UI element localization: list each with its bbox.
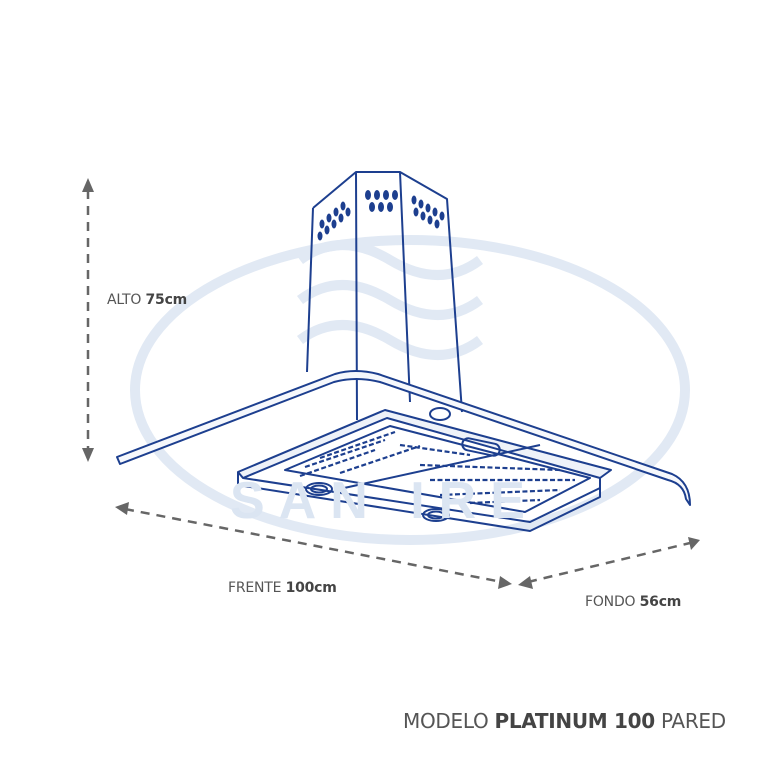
- hood-outline: [116, 171, 691, 532]
- brand-badge: [429, 407, 451, 421]
- model-title: MODELO PLATINUM 100 PARED: [403, 709, 726, 733]
- depth-arrow: [527, 541, 691, 584]
- arrowheads: [82, 178, 700, 589]
- height-value: 75cm: [145, 292, 188, 308]
- filter-slots: [299, 430, 575, 505]
- front-label: FRENTE 100cm: [228, 580, 337, 596]
- front-arrow: [124, 507, 503, 584]
- model-name: PLATINUM 100: [494, 709, 655, 733]
- model-prefix: MODELO: [403, 709, 489, 733]
- front-value: 100cm: [285, 580, 337, 596]
- light-left: [305, 482, 333, 496]
- model-suffix: PARED: [660, 709, 726, 733]
- watermark-text: SAN IRE: [230, 472, 539, 530]
- depth-value: 56cm: [639, 594, 682, 610]
- height-label: ALTO 75cm: [107, 292, 187, 308]
- control-panel: [461, 437, 501, 457]
- glass-canopy: [116, 370, 691, 506]
- chimney: [306, 171, 463, 421]
- vent-holes: [317, 190, 445, 241]
- dimension-arrows: [86, 190, 691, 584]
- height-label-text: ALTO: [107, 292, 142, 308]
- filter-panel: [284, 425, 591, 513]
- light-right: [422, 508, 450, 522]
- depth-label: FONDO 56cm: [585, 594, 681, 610]
- front-label-text: FRENTE: [228, 580, 282, 596]
- depth-label-text: FONDO: [585, 594, 636, 610]
